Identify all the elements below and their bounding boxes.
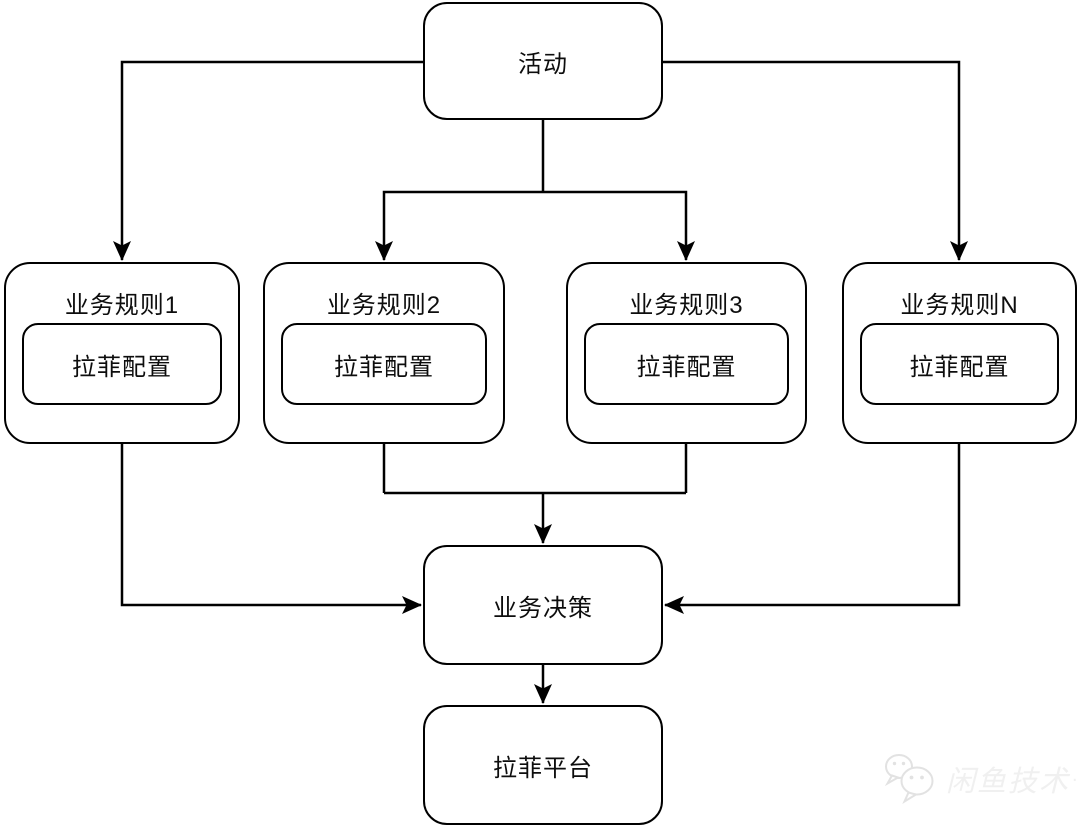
node-rule-1: 业务规则1 拉菲配置 [4,262,240,444]
edge-activity-rule1 [113,60,423,261]
node-rule-3-raffle-config: 拉菲配置 [584,323,789,405]
node-rule-n-raffle-config: 拉菲配置 [860,323,1059,405]
node-rule-n-title: 业务规则N [900,292,1019,319]
edge-activity-ruleN [663,60,968,261]
watermark-text: 闲鱼技术 [946,766,1071,798]
node-rule-2-title: 业务规则2 [326,292,442,319]
raffle-config-label: 拉菲配置 [636,353,737,381]
node-rule-1-raffle-config: 拉菲配置 [22,323,222,405]
edge-activity-rule3 [543,190,695,261]
node-rule-3: 业务规则3 拉菲配置 [566,262,807,444]
raffle-config-label: 拉菲配置 [72,353,172,381]
node-platform: 拉菲平台 [423,705,663,825]
node-platform-label: 拉菲平台 [493,754,593,782]
wechat-icon [884,754,934,805]
raffle-config-label: 拉菲配置 [909,353,1010,381]
edge-ruleN-decision [664,443,961,614]
edge-rule1-decision [120,443,422,614]
node-rule-n: 业务规则N 拉菲配置 [842,262,1077,444]
watermark-dot: . [1072,763,1078,786]
edge-activity-rule2 [375,190,543,261]
node-rule-1-title: 业务规则1 [64,292,180,319]
node-rule-3-title: 业务规则3 [629,292,744,319]
watermark: 闲鱼技术 . [884,750,1078,808]
node-decision-label: 业务决策 [493,594,593,622]
node-activity-label: 活动 [518,50,568,78]
node-rule-2: 业务规则2 拉菲配置 [263,262,505,444]
node-activity: 活动 [423,2,663,120]
raffle-config-label: 拉菲配置 [334,353,434,381]
node-decision: 业务决策 [423,545,663,665]
node-rule-2-raffle-config: 拉菲配置 [281,323,487,405]
